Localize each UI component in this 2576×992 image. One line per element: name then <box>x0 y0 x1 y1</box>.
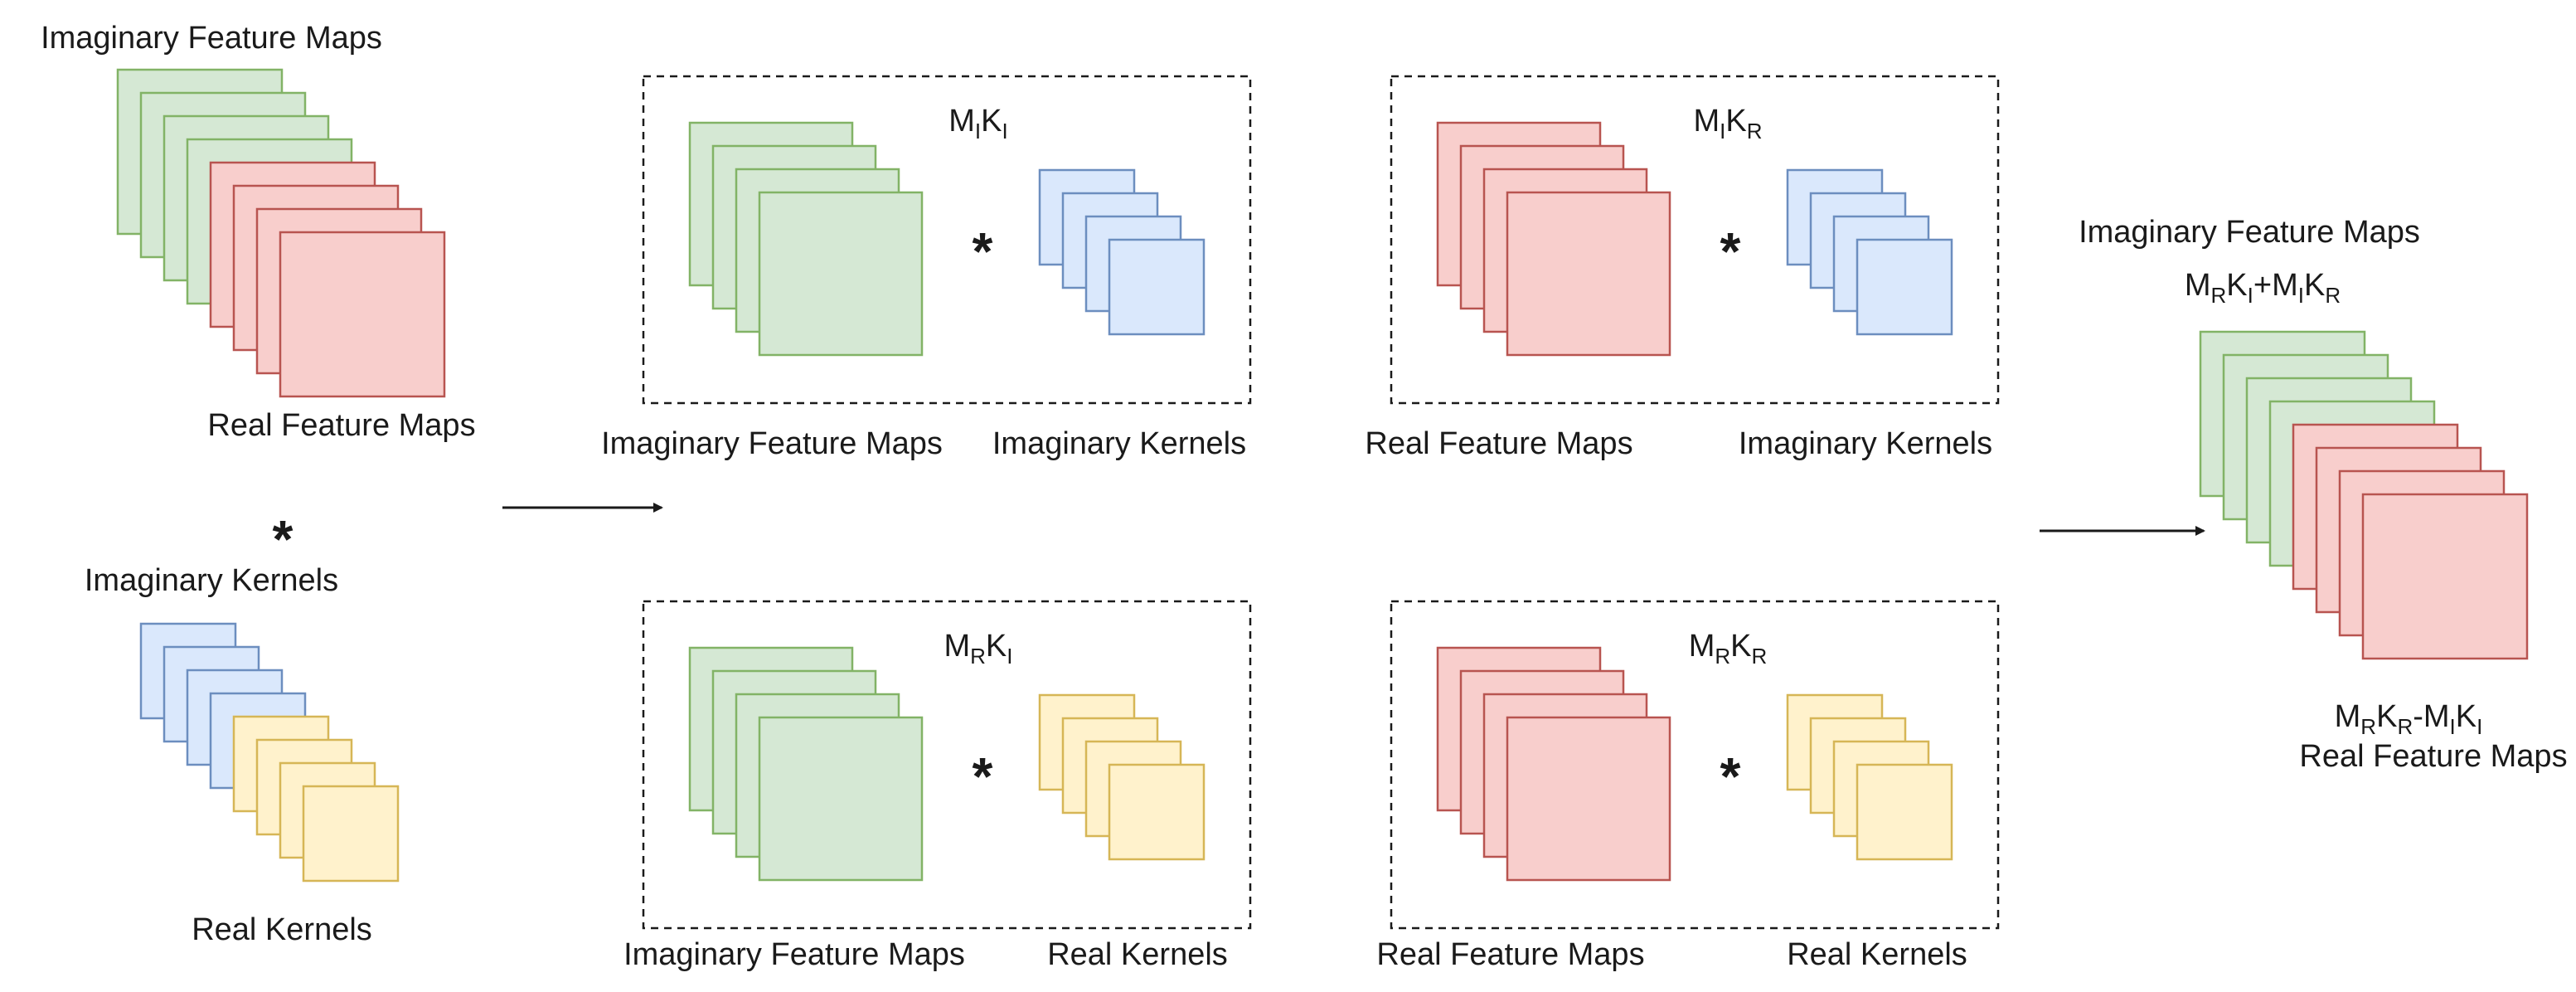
formula-subscript: R <box>2325 283 2341 308</box>
output-imag-formula: MRKI+MIKR <box>2185 268 2341 308</box>
product-kernels-stack-mr-kr <box>1786 693 1953 861</box>
product-title-m-subscript: I <box>975 119 981 143</box>
product-title-mi-kr: MIKR <box>1693 104 1762 143</box>
product-title-m-subscript: R <box>970 644 986 669</box>
product-kernels-stack-mr-ki <box>1038 693 1206 861</box>
product-kernels-label-mr-ki: Real Kernels <box>1047 937 1228 972</box>
formula-subscript: I <box>2450 714 2456 739</box>
input-imag-maps-label: Imaginary Feature Maps <box>41 21 382 56</box>
product-operator-mr-kr: * <box>1720 746 1741 806</box>
product-box-mr-kr <box>1390 600 2000 930</box>
product-title-k-subscript: I <box>1002 119 1008 143</box>
output-real-label: Real Feature Maps <box>2299 739 2567 774</box>
formula-operator: + <box>2253 268 2272 303</box>
input-convolution-operator: * <box>273 509 293 569</box>
formula-subscript: I <box>2477 714 2482 739</box>
product-maps-label-mi-kr: Real Feature Maps <box>1365 426 1632 461</box>
product-title-k-subscript: I <box>1007 644 1012 669</box>
formula-subscript: I <box>2248 283 2253 308</box>
green-feature-map-sheet <box>758 716 924 882</box>
product-operator-mi-ki: * <box>973 221 993 281</box>
red-feature-map-sheet <box>1506 191 1671 357</box>
red-feature-map-sheet <box>2361 493 2529 660</box>
product-maps-label-mr-kr: Real Feature Maps <box>1376 937 1644 972</box>
yellow-kernel-sheet <box>1108 763 1206 861</box>
product-kernels-label-mr-kr: Real Kernels <box>1787 937 1967 972</box>
input-feature-maps-stack <box>116 68 446 398</box>
product-title-mr-kr: MRKR <box>1689 629 1768 669</box>
formula-subscript: R <box>2397 714 2413 739</box>
product-title-k-subscript: R <box>1747 119 1763 143</box>
formula-subscript: R <box>2360 714 2376 739</box>
product-maps-stack-mr-kr <box>1436 646 1671 882</box>
output-imag-label: Imaginary Feature Maps <box>2079 215 2420 250</box>
formula-subscript: R <box>2211 283 2227 308</box>
blue-kernel-sheet <box>1108 238 1206 336</box>
yellow-kernel-sheet <box>1856 763 1953 861</box>
product-operator-mr-ki: * <box>973 746 993 806</box>
product-kernels-label-mi-kr: Imaginary Kernels <box>1739 426 1992 461</box>
product-operator-mi-kr: * <box>1720 221 1741 281</box>
blue-kernel-sheet <box>1856 238 1953 336</box>
product-title-m-subscript: I <box>1720 119 1725 143</box>
product-title-mi-ki: MIKI <box>948 104 1007 143</box>
output-feature-maps-stack <box>2199 330 2529 660</box>
product-kernels-stack-mi-ki <box>1038 168 1206 336</box>
product-kernels-stack-mi-kr <box>1786 168 1953 336</box>
product-maps-label-mi-ki: Imaginary Feature Maps <box>601 426 943 461</box>
product-maps-stack-mi-kr <box>1436 121 1671 357</box>
product-box-mr-ki <box>642 600 1252 930</box>
yellow-kernel-sheet <box>302 785 400 883</box>
formula-subscript: I <box>2298 283 2304 308</box>
product-maps-stack-mr-ki <box>688 646 924 882</box>
output-real-formula: MRKR-MIKI <box>2335 699 2483 739</box>
input-real-maps-label: Real Feature Maps <box>207 408 475 443</box>
red-feature-map-sheet <box>279 231 446 398</box>
product-title-mr-ki: MRKI <box>944 629 1012 669</box>
input-kernels-stack <box>139 622 400 883</box>
input-real-kernels-label: Real Kernels <box>192 912 372 947</box>
product-maps-label-mr-ki: Imaginary Feature Maps <box>623 937 965 972</box>
formula-operator: - <box>2413 699 2423 734</box>
product-kernels-label-mi-ki: Imaginary Kernels <box>992 426 1246 461</box>
product-title-m-subscript: R <box>1715 644 1730 669</box>
green-feature-map-sheet <box>758 191 924 357</box>
product-box-mi-kr <box>1390 75 2000 405</box>
input-imag-kernels-label: Imaginary Kernels <box>85 563 338 598</box>
red-feature-map-sheet <box>1506 716 1671 882</box>
product-box-mi-ki <box>642 75 1252 405</box>
product-maps-stack-mi-ki <box>688 121 924 357</box>
product-title-k-subscript: R <box>1752 644 1768 669</box>
